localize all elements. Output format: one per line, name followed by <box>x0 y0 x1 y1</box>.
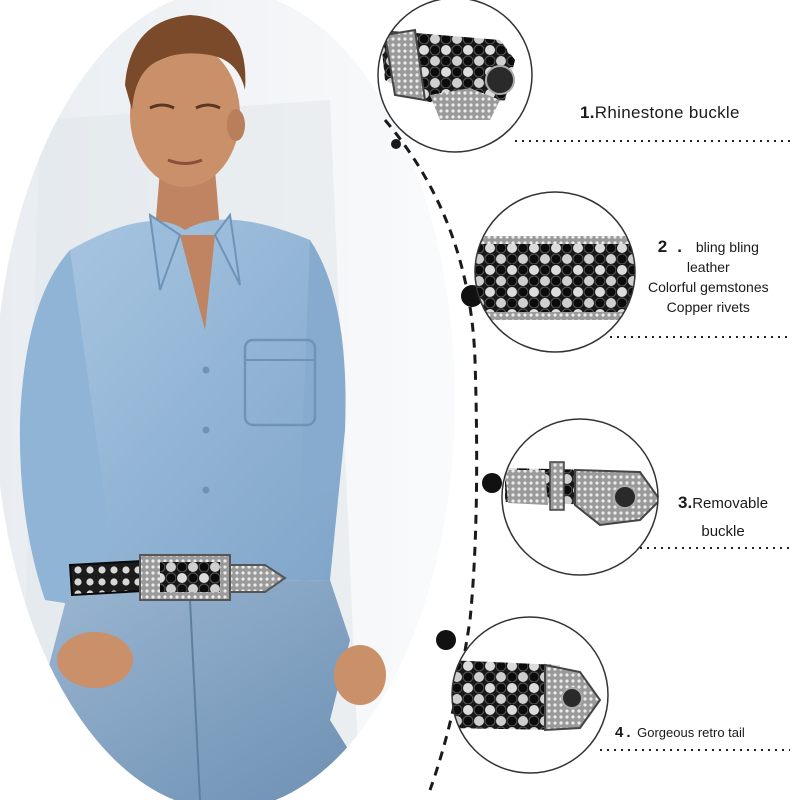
feature-4-number: 4 <box>615 724 624 741</box>
detail-rhinestone-buckle <box>377 0 533 153</box>
feature-2-line-2: Colorful gemstones <box>648 279 769 295</box>
feature-1-title: Rhinestone buckle <box>594 103 740 122</box>
feature-4-label: 4. Gorgeous retro tail <box>615 724 745 741</box>
feature-3-title: Removable <box>692 495 769 512</box>
detail-bling-leather <box>474 191 636 353</box>
feature-2-line-1: leather <box>686 259 730 275</box>
feature-3-line-1: buckle <box>701 523 745 540</box>
feature-3-number: 3 <box>678 493 688 512</box>
feature-2-title: bling bling <box>695 239 759 255</box>
feature-1-number: 1 <box>580 103 590 122</box>
detail-retro-tail <box>451 616 609 774</box>
feature-4-title: Gorgeous retro tail <box>637 725 745 740</box>
feature-1-label: 1.Rhinestone buckle <box>580 103 740 122</box>
feature-2-number: 2 <box>657 237 668 256</box>
model-photo <box>0 0 455 800</box>
detail-removable-buckle <box>501 418 659 576</box>
feature-3-label: 3.Removable buckle <box>678 489 768 546</box>
feature-2-label: 2. bling bling leather Colorful gemstone… <box>648 237 769 315</box>
feature-2-line-3: Copper rivets <box>666 299 750 315</box>
connector-curve <box>383 119 479 791</box>
